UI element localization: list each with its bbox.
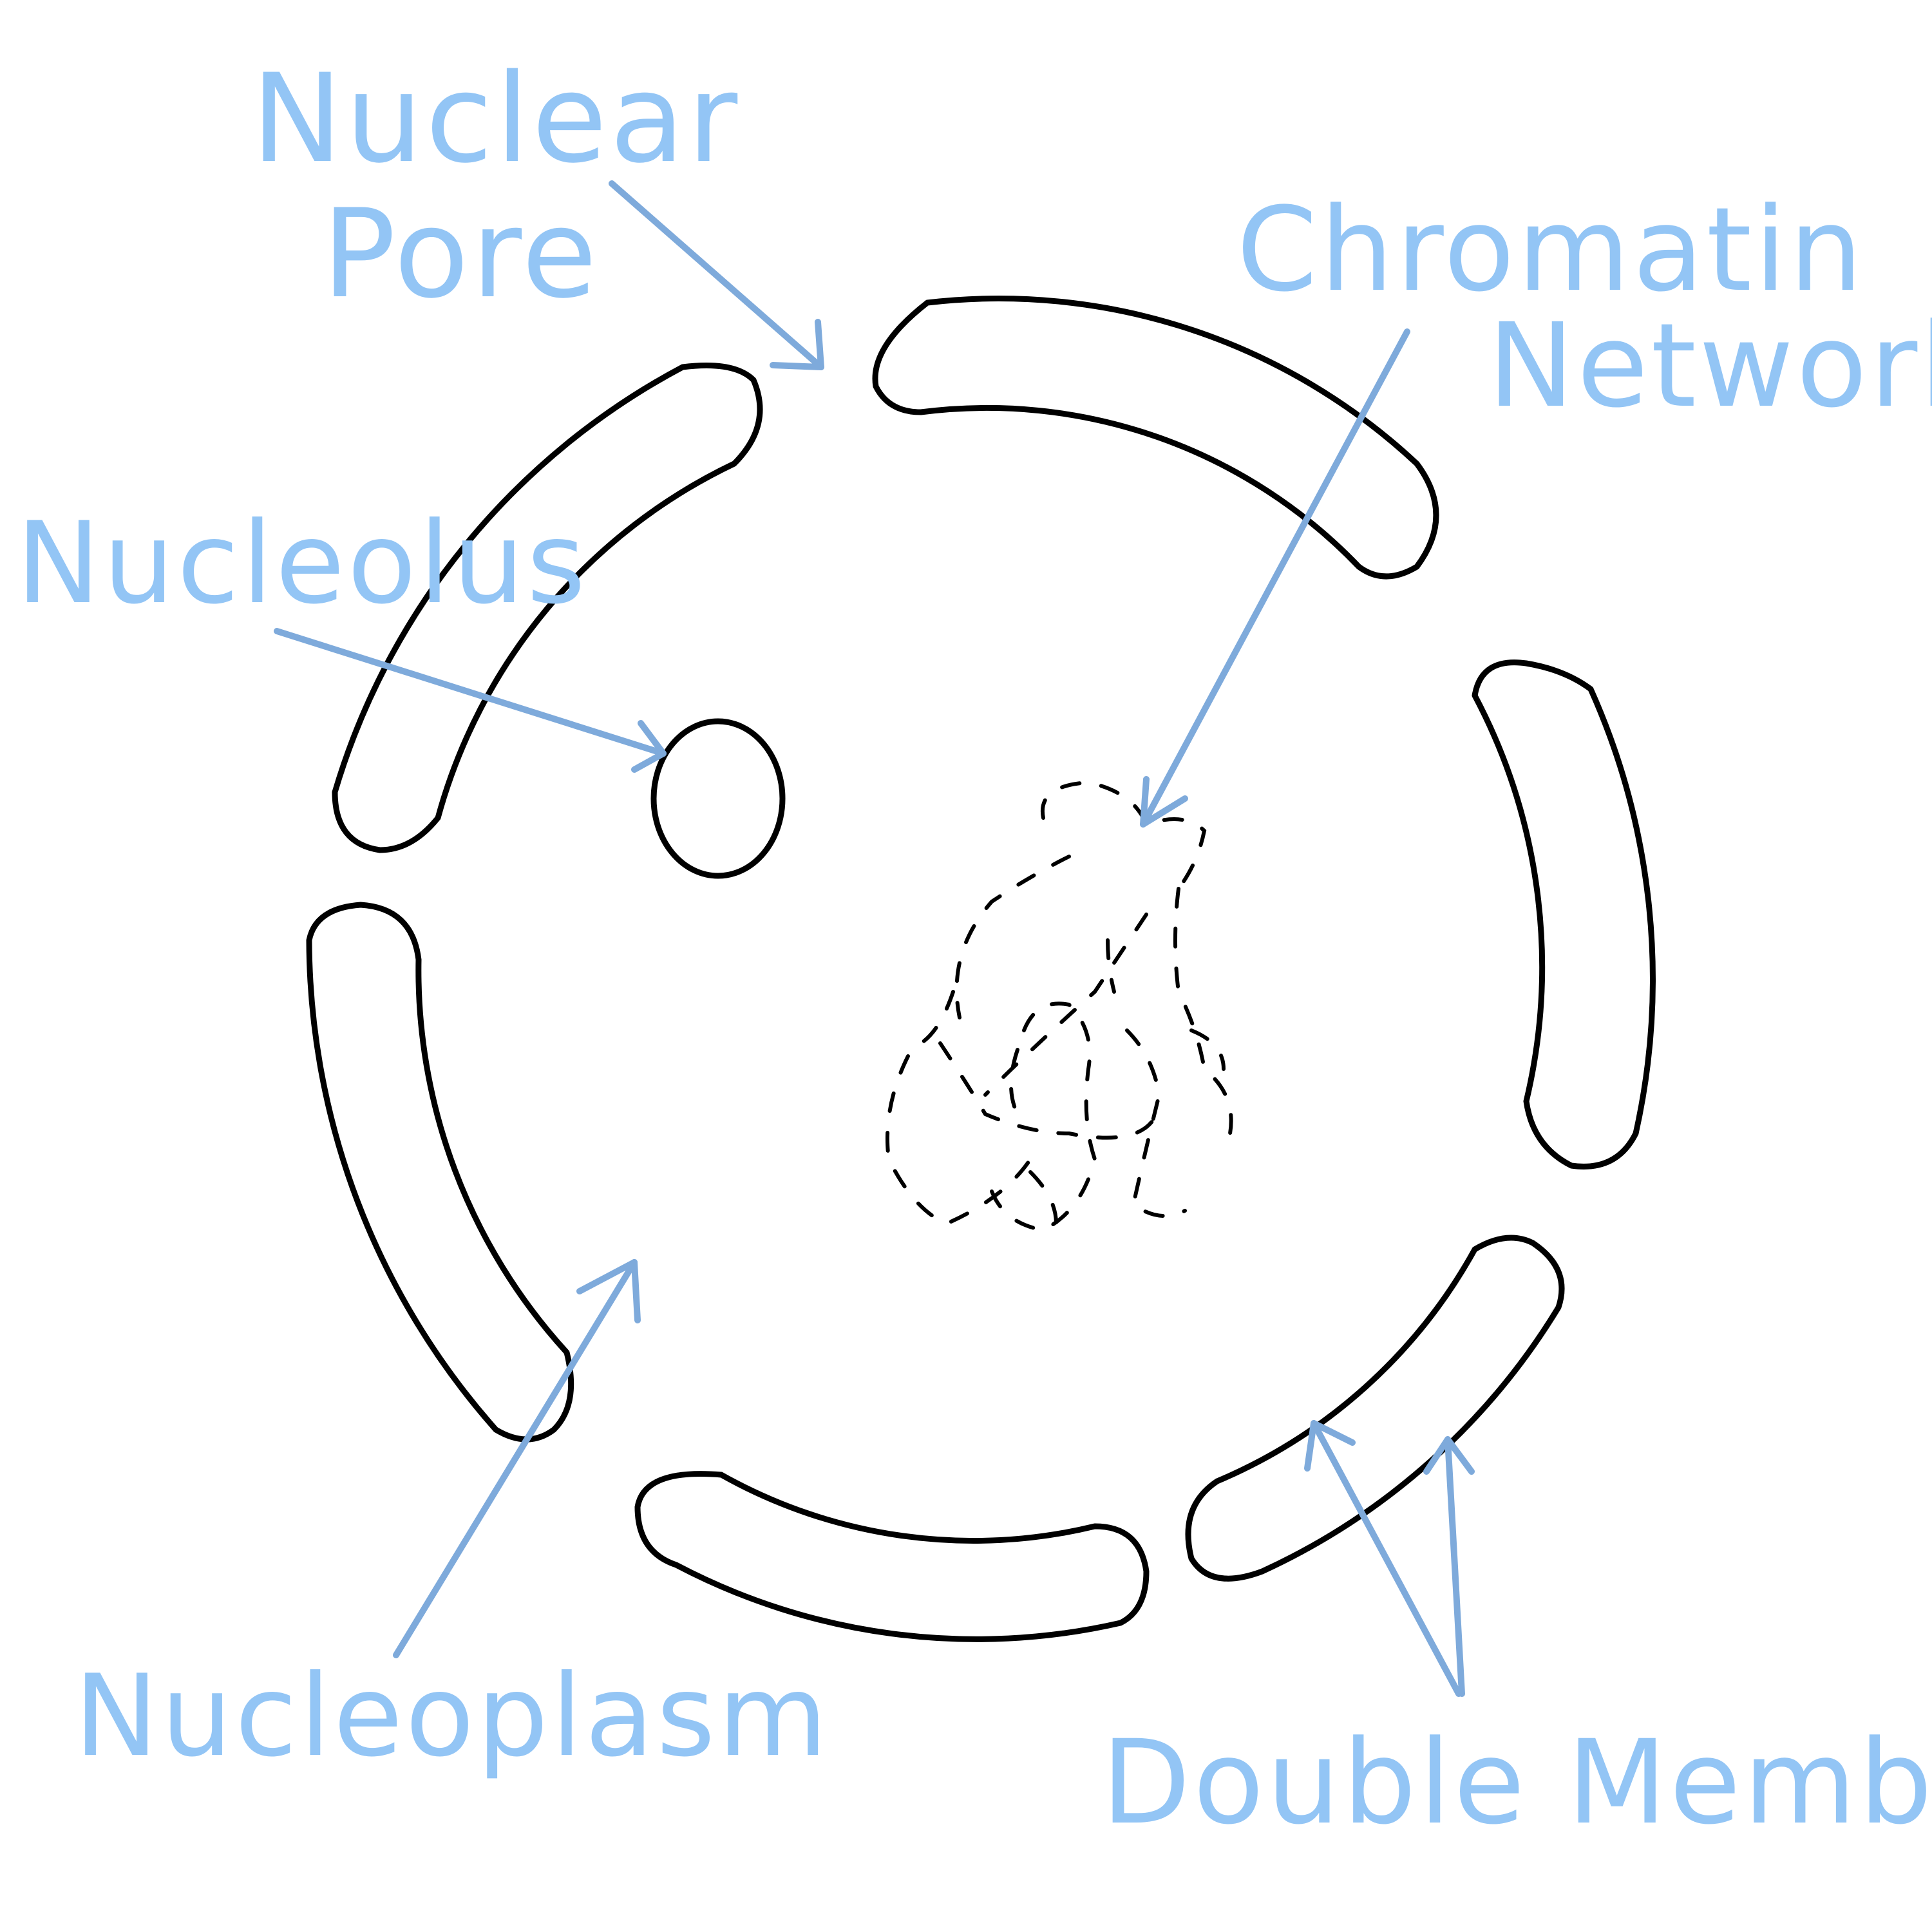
label-nucleolus: Nucleolus	[16, 498, 588, 629]
arrow-double-membrane-inner	[1304, 1420, 1462, 1697]
arrow-double-membrane-outer	[1423, 1436, 1475, 1697]
labels: Nuclear Pore Chromatin Network Nucleolus…	[16, 48, 1932, 1850]
membrane-segment-top-left	[332, 363, 763, 853]
label-nucleoplasm: Nucleoplasm	[74, 1651, 830, 1782]
membrane-segment-bottom	[634, 1471, 1150, 1642]
nuclear-envelope	[306, 296, 1656, 1642]
label-chromatin-line1: Chromatin	[1236, 183, 1865, 317]
membrane-segment-top	[872, 296, 1439, 580]
membrane-segment-right	[1472, 659, 1656, 1170]
arrow-nuclear-pore	[609, 180, 824, 370]
arrow-nucleolus	[274, 628, 667, 773]
label-nuclear-pore-line2: Pore	[322, 183, 600, 325]
membrane-segment-left	[306, 902, 574, 1443]
chromatin-network	[886, 780, 1233, 1233]
arrow-chromatin	[1140, 328, 1410, 828]
label-arrows	[274, 180, 1475, 1697]
label-double-membrane: Double Membrane	[1101, 1716, 1932, 1850]
label-nuclear-pore-line1: Nuclear	[251, 48, 740, 190]
nucleolus-shape	[650, 718, 786, 879]
membrane-segment-bottom-right	[1185, 1235, 1565, 1582]
arrow-nucleoplasm	[393, 1259, 641, 1658]
label-chromatin-line2: Network	[1488, 299, 1932, 433]
